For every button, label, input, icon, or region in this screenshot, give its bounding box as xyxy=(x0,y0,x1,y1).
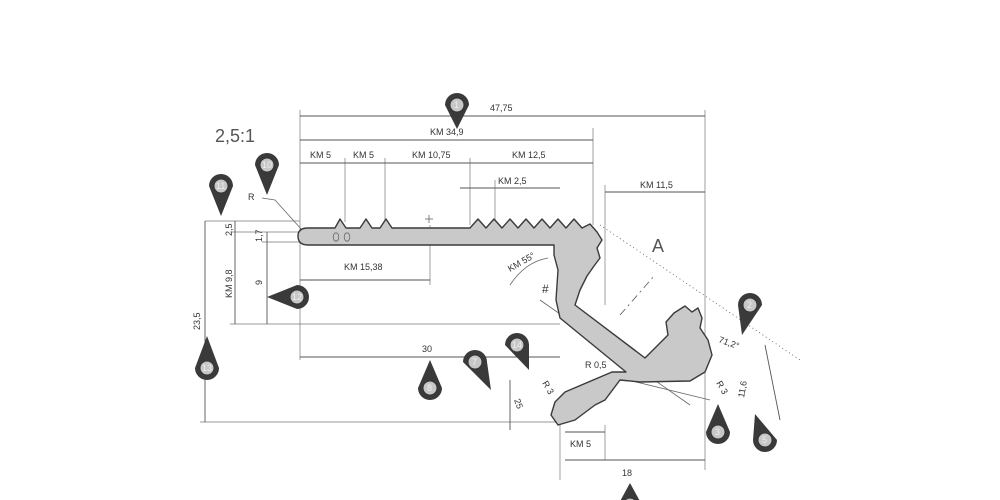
balloon-14: 14 xyxy=(505,333,529,370)
balloon-markers: 1 10 11 12 2 13 xyxy=(195,93,777,500)
balloon-12: 12 xyxy=(267,285,309,309)
balloon-number: 1 xyxy=(454,100,459,110)
profile-section xyxy=(297,218,713,426)
dim-width-18: 18 xyxy=(622,468,632,478)
dim-km-11-5: KM 11,5 xyxy=(640,180,673,190)
balloon-number: 10 xyxy=(262,160,272,170)
balloon-10: 10 xyxy=(255,153,279,195)
balloon-number: 13 xyxy=(202,363,212,373)
dim-km-15-38: KM 15,38 xyxy=(344,262,383,272)
dim-width-30: 30 xyxy=(422,344,432,354)
balloon-1: 1 xyxy=(445,93,469,129)
dim-km-12-5: KM 12,5 xyxy=(512,150,546,160)
dim-km-34-9: KM 34,9 xyxy=(430,127,464,137)
balloon-number: 12 xyxy=(292,292,302,302)
dim-r-3-b: R 3 xyxy=(714,379,730,396)
dim-r-0-5: R 0,5 xyxy=(585,360,607,370)
radius-label: R xyxy=(248,192,255,202)
hash-mark: # xyxy=(542,282,549,296)
dim-km-5-c: KM 5 xyxy=(570,439,591,449)
dim-h-23-5: 23,5 xyxy=(192,312,202,330)
dim-v-25: 25 xyxy=(512,397,525,410)
dim-km-55: KM 55° xyxy=(506,250,537,274)
dim-km-9-8: KM 9,8 xyxy=(224,269,234,298)
balloon-number: 7 xyxy=(472,357,477,367)
dim-angle-71-2: 71,2° xyxy=(717,334,741,351)
dim-overall-width: 47,75 xyxy=(490,103,513,113)
dim-km-10-75: KM 10,75 xyxy=(412,150,451,160)
balloon-2: 2 xyxy=(738,293,762,335)
balloon-3: 3 xyxy=(706,404,730,444)
dim-km-2-5: KM 2,5 xyxy=(498,176,527,186)
balloon-8: 8 xyxy=(418,360,442,400)
balloon-7: 7 xyxy=(463,350,491,390)
dim-r-3-a: R 3 xyxy=(540,379,556,396)
dim-km-5-b: KM 5 xyxy=(353,150,374,160)
dimension-texts: 47,75 KM 34,9 KM 5 KM 5 KM 10,75 KM 12,5… xyxy=(192,103,749,478)
balloon-number: 5 xyxy=(762,435,767,445)
dim-v-1-7: 1,7 xyxy=(254,229,264,242)
section-mark: A xyxy=(652,236,664,256)
balloon-number: 14 xyxy=(512,340,522,350)
extension-lines xyxy=(200,110,706,480)
dim-v-9: 9 xyxy=(254,280,264,285)
hole-mark xyxy=(343,232,351,242)
scale-label: 2,5:1 xyxy=(215,126,255,146)
balloon-5: 5 xyxy=(753,414,777,452)
balloon-11: 11 xyxy=(209,174,233,216)
hole-mark xyxy=(332,232,340,242)
balloon-number: 2 xyxy=(747,300,752,310)
balloon-4: 4 xyxy=(620,483,640,500)
balloon-number: 11 xyxy=(216,181,225,191)
dim-km-5-a: KM 5 xyxy=(310,150,331,160)
dim-v-2-5: 2,5 xyxy=(224,223,234,236)
balloon-number: 8 xyxy=(427,383,432,393)
dim-v-11-6: 11,6 xyxy=(736,380,749,398)
balloon-13: 13 xyxy=(195,336,219,380)
balloon-number: 3 xyxy=(715,427,720,437)
